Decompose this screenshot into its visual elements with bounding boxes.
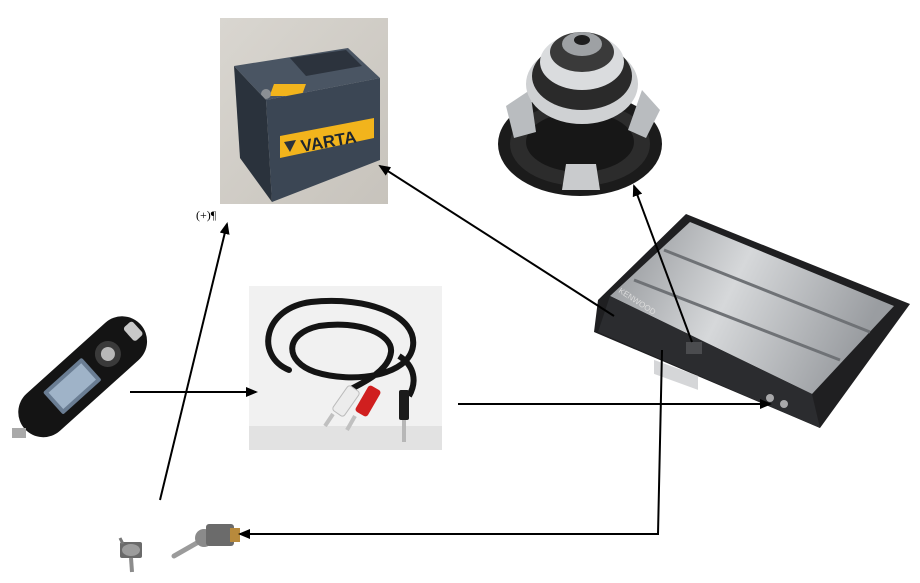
rca-cable-image: [249, 286, 442, 450]
battery-image: VARTA: [220, 18, 388, 204]
amplifier-image: KENWOOD: [594, 214, 910, 428]
arrow-amplifier-to-battery: [378, 164, 615, 317]
arrow-amplifier-to-subwoofer: [632, 184, 693, 343]
mp3-player-image: [12, 316, 148, 438]
arrow-amplifier-to-switch: [238, 349, 663, 539]
toggle-switch-image: [118, 524, 240, 573]
subwoofer-image: [498, 32, 662, 196]
battery-positive-label: (+)¶: [196, 208, 217, 222]
arrow-switch-to-battery: [159, 222, 230, 501]
